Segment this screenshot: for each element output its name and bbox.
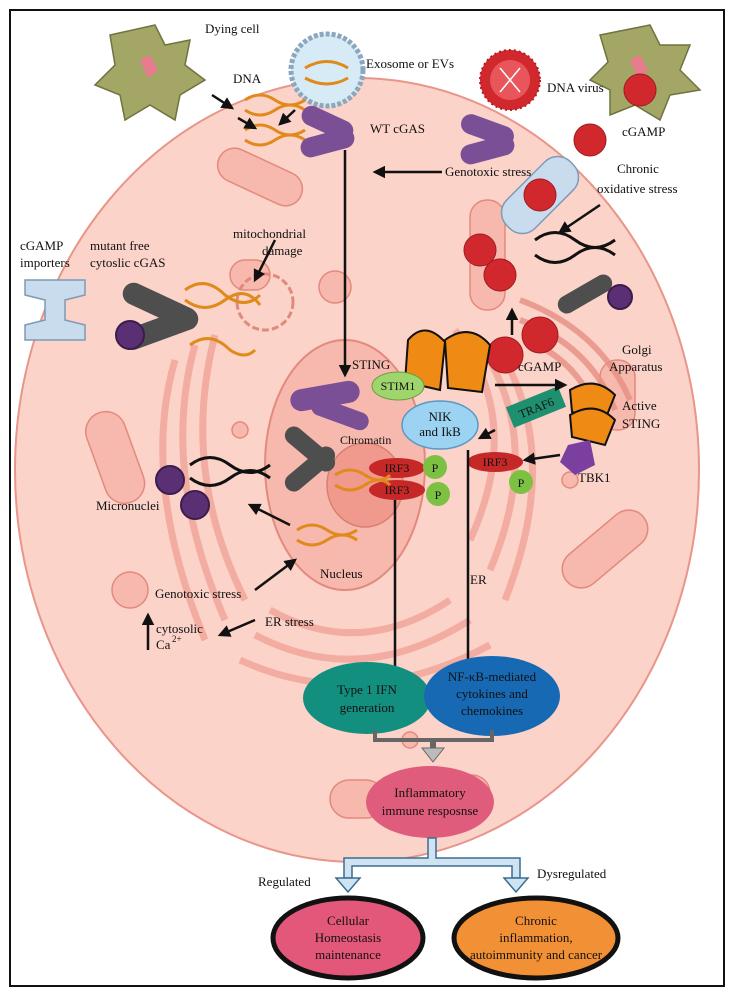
stim1-node: STIM1 — [371, 371, 425, 401]
micronuclei-label: Micronuclei — [96, 498, 160, 513]
genotoxic-top-label: Genotoxic stress — [445, 164, 531, 179]
nik-ikb-node: NIK and IkB — [401, 400, 479, 450]
dying-cell-label: Dying cell — [205, 21, 260, 36]
oxidative-label-2: oxidative stress — [597, 181, 678, 196]
nuclear-dna — [184, 282, 392, 547]
chronic-label-2: inflammation, — [499, 930, 572, 945]
wt-cgas-icon — [300, 105, 515, 165]
active-sting-label-1: Active — [622, 398, 657, 413]
split-arrow — [334, 837, 530, 894]
chronic-label-1: Chronic — [515, 913, 557, 928]
mito-label-1: mitochondrial — [233, 226, 306, 241]
wt-cgas-label: WT cGAS — [370, 121, 425, 136]
nfkb-node: NF-κB-mediated cytokines and chemokines — [424, 656, 560, 736]
irf3-label-2: IRF3 — [385, 483, 410, 497]
genotoxic-low-label: Genotoxic stress — [155, 586, 241, 601]
ca-label: Ca — [156, 637, 171, 652]
exosome-icon — [288, 31, 366, 109]
mutant-cgas-icon — [121, 274, 613, 492]
oxidative-label-1: Chronic — [617, 161, 659, 176]
golgi-label-2: Apparatus — [609, 359, 662, 374]
dna-virus-icon — [479, 49, 541, 111]
nik-label: NIK — [428, 409, 452, 424]
chronic-label-3: autoimmunity and cancer — [470, 947, 603, 962]
cgamp-top-label: cGAMP — [622, 124, 665, 139]
importers-label-2: importers — [20, 255, 70, 270]
nfkb-label-2: cytokines and — [456, 686, 528, 701]
stim1-label: STIM1 — [381, 379, 416, 393]
inflam-label-2: immune resposnse — [382, 803, 479, 818]
sting-label: STING — [352, 357, 390, 372]
homeo-label-1: Cellular — [327, 913, 370, 928]
regulated-label: Regulated — [258, 874, 311, 889]
mutant-label-2: cytoslic cGAS — [90, 255, 165, 270]
nfkb-label-1: NF-κB-mediated — [448, 669, 537, 684]
nfkb-label-3: chemokines — [461, 703, 523, 718]
dying-cell-right — [588, 24, 702, 122]
p-label-3: P — [518, 476, 525, 490]
cytosolic-label: cytosolic — [156, 621, 203, 636]
mito-label-2: damage — [262, 243, 303, 258]
dying-cell-left — [93, 24, 207, 122]
dna-virus-label: DNA virus — [547, 80, 604, 95]
homeo-label-3: maintenance — [315, 947, 381, 962]
inflammation-node: Inflammatory immune resposnse — [366, 766, 494, 838]
golgi-label-1: Golgi — [622, 342, 652, 357]
arrows — [141, 93, 601, 693]
exosome-label: Exosome or EVs — [366, 56, 454, 71]
tbk1-node — [560, 440, 595, 475]
chromatin-label: Chromatin — [340, 433, 391, 447]
active-sting-label-2: STING — [622, 416, 660, 431]
micronuclei-icon — [115, 284, 633, 520]
homeo-label-2: Homeostasis — [315, 930, 381, 945]
p-label-1: P — [432, 461, 439, 475]
mutant-label-1: mutant free — [90, 238, 150, 253]
irf3-label-1: IRF3 — [385, 461, 410, 475]
cgamp-molecules — [463, 73, 657, 374]
sting-complex — [403, 329, 617, 447]
irf3-nuclear: IRF3 IRF3 P P — [369, 455, 450, 506]
nuclear-cgas-icon — [290, 380, 369, 431]
ifn-label-2: generation — [340, 700, 395, 715]
irf3-cytosolic: IRF3 P — [467, 452, 533, 494]
cgamp-mid-label: cGAMP — [518, 359, 561, 374]
inflam-label-1: Inflammatory — [394, 785, 466, 800]
ifn-node: Type 1 IFN generation — [303, 662, 431, 734]
ifn-label-1: Type 1 IFN — [337, 682, 397, 697]
importers-label-1: cGAMP — [20, 238, 63, 253]
dna-label: DNA — [233, 71, 262, 86]
er-stress-label: ER stress — [265, 614, 314, 629]
ikb-label: and IkB — [419, 424, 461, 439]
ca-sup-label: 2+ — [172, 634, 182, 644]
chronic-node: Chronic inflammation, autoimmunity and c… — [451, 895, 621, 981]
homeostasis-node: Cellular Homeostasis maintenance — [270, 895, 426, 981]
dysregulated-label: Dysregulated — [537, 866, 607, 881]
er-label: ER — [470, 572, 487, 587]
cgamp-importer-icon — [24, 279, 86, 341]
dna-helix-black — [189, 231, 616, 487]
tbk1-label: TBK1 — [578, 470, 611, 485]
merge-arrow — [373, 730, 494, 763]
irf3-label-3: IRF3 — [483, 455, 508, 469]
p-label-2: P — [435, 488, 442, 502]
nucleus-label: Nucleus — [320, 566, 363, 581]
